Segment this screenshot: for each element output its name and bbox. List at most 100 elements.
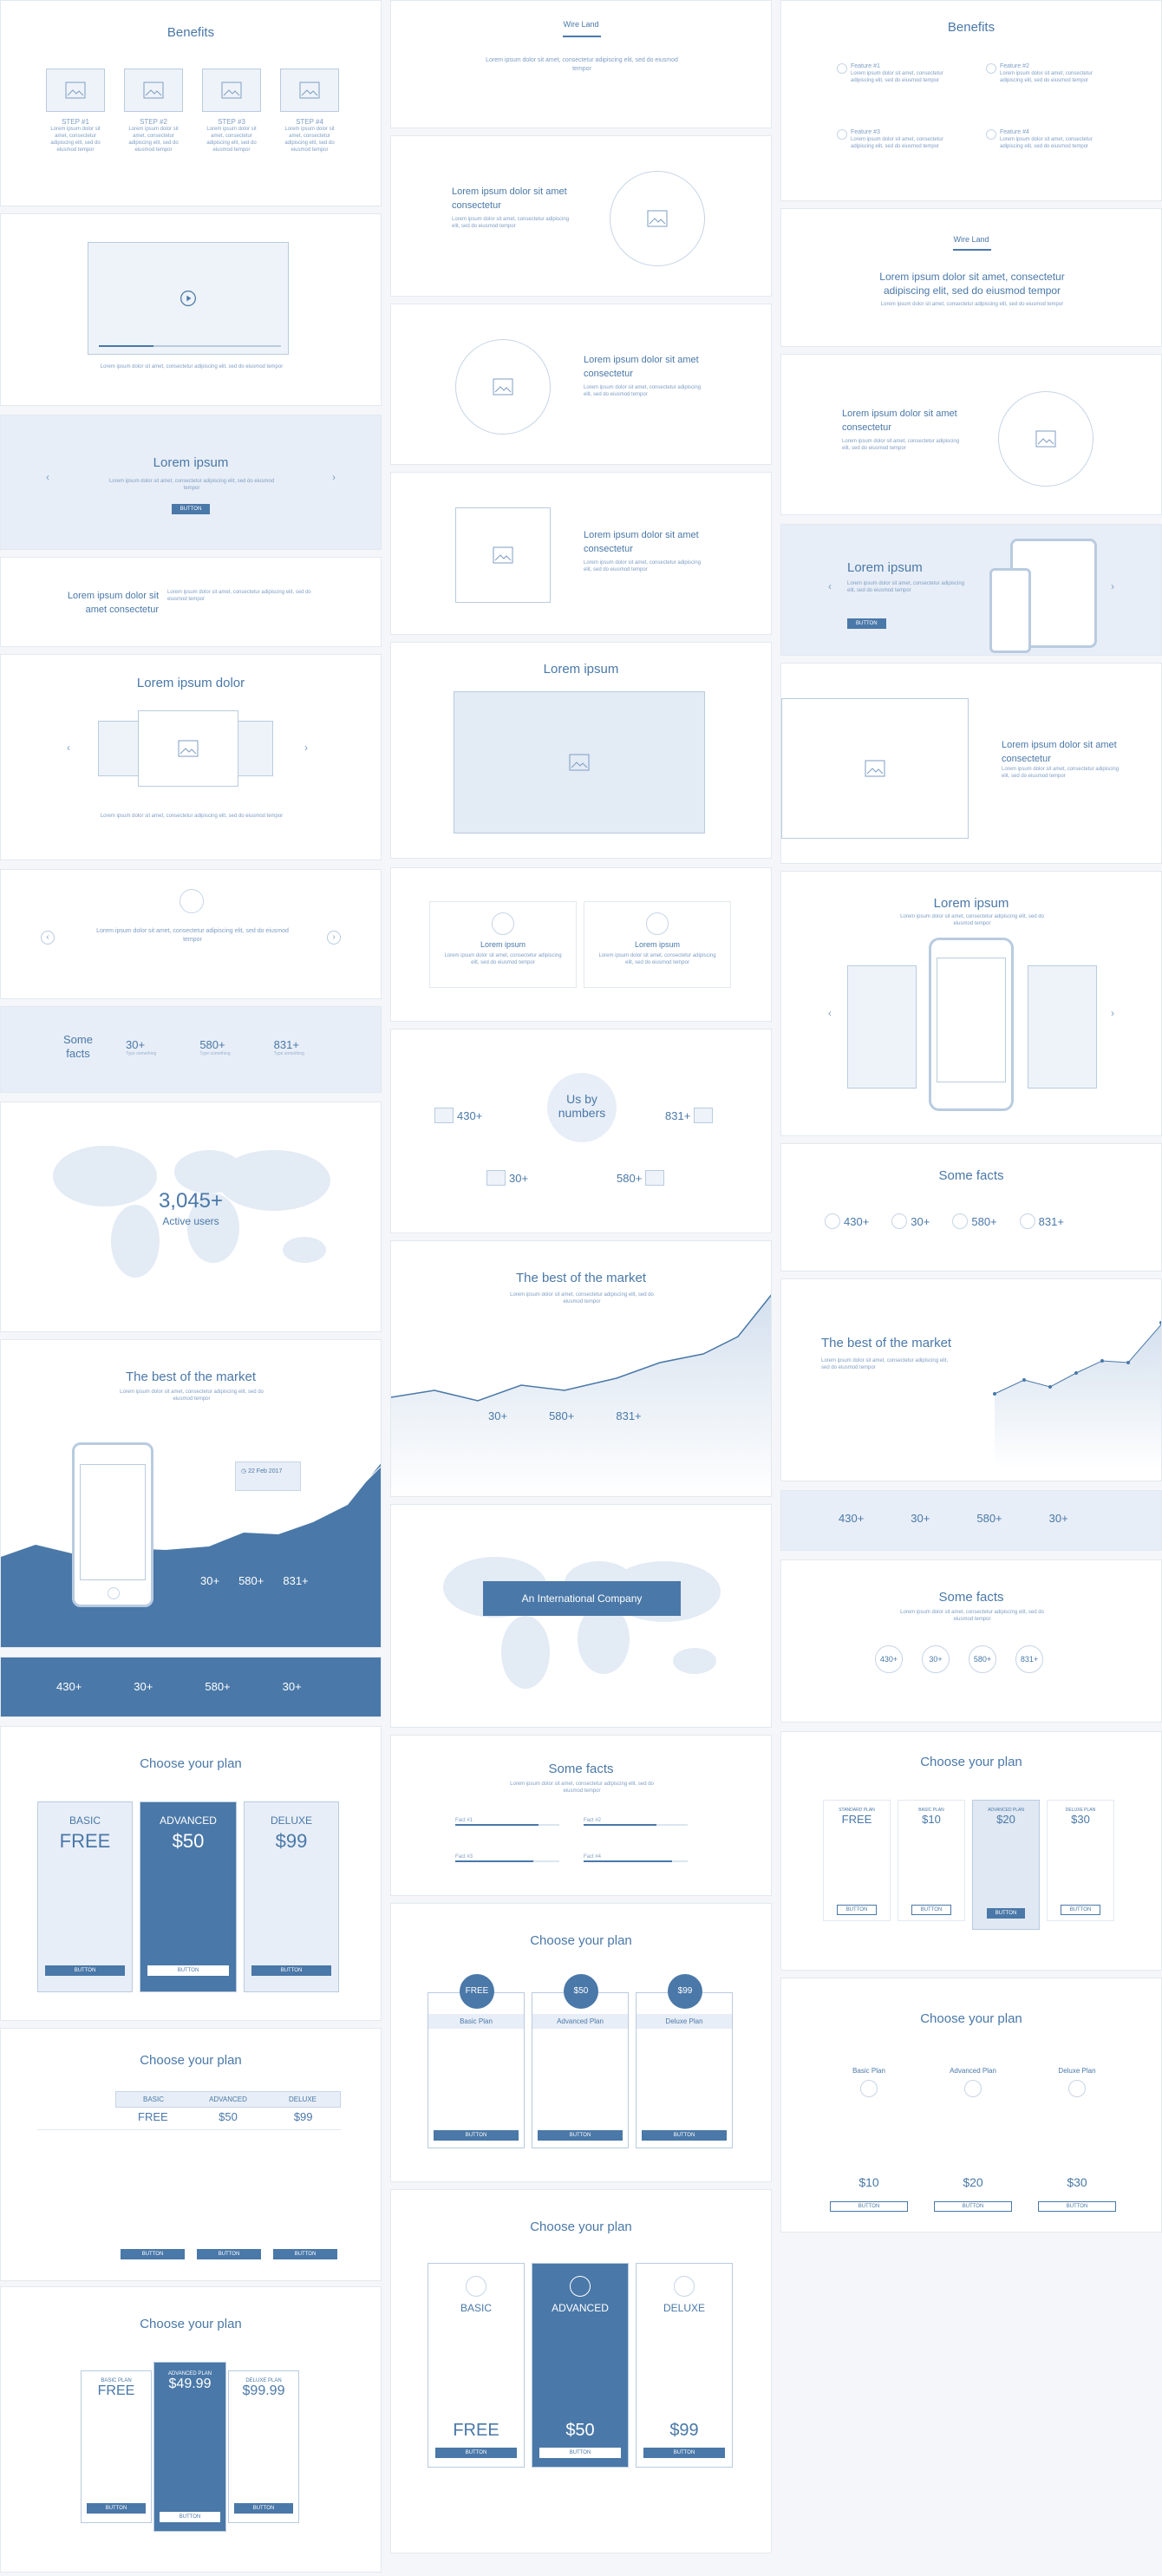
table-button[interactable]: BUTTON	[273, 2249, 337, 2259]
plan-button[interactable]: BUTTON	[434, 2130, 519, 2141]
plan-button[interactable]: BUTTON	[1038, 2201, 1116, 2212]
chevron-left-icon[interactable]: ‹	[46, 471, 49, 483]
feature-text: Lorem ipsum dolor sit amet, consectetur …	[1002, 767, 1120, 779]
chevron-left-icon[interactable]: ‹	[828, 1007, 832, 1019]
stat-number: 30+	[282, 1680, 302, 1693]
plan-button[interactable]: BUTTON	[251, 1965, 331, 1976]
table-price: $50	[219, 2110, 238, 2123]
fact-bar: Fact #2	[584, 1817, 688, 1826]
image-placeholder-icon	[280, 69, 339, 112]
chevron-right-icon[interactable]: ›	[332, 471, 336, 483]
facts-bars-section: Some facts Lorem ipsum dolor sit amet, c…	[390, 1735, 772, 1896]
chevron-right-icon[interactable]: ›	[1111, 1007, 1114, 1019]
step-text: Lorem ipsum dolor sit amet, consectetur …	[206, 127, 257, 153]
plan-button[interactable]: BUTTON	[87, 2503, 146, 2514]
plan-button[interactable]: BUTTON	[539, 2448, 621, 2458]
plan-button[interactable]: BUTTON	[643, 2448, 725, 2458]
table-button[interactable]: BUTTON	[121, 2249, 185, 2259]
plan-price: $30	[1067, 2175, 1087, 2189]
plan-name: DELUXE	[663, 2302, 706, 2314]
feature-left-image: Lorem ipsum dolor sit amet consectetur L…	[390, 304, 772, 465]
prev-button[interactable]: ‹	[41, 931, 55, 945]
plan-button[interactable]: BUTTON	[830, 2201, 908, 2212]
device-button[interactable]: BUTTON	[847, 618, 886, 629]
plan-name: BASIC PLAN	[101, 2378, 132, 2383]
chevron-left-icon[interactable]: ‹	[828, 580, 832, 592]
chevron-left-icon[interactable]: ‹	[67, 742, 70, 754]
number-value: 580+	[617, 1171, 643, 1185]
step-text: Lorem ipsum dolor sit amet, consectetur …	[50, 127, 101, 153]
plan-card-basic: BASIC FREE BUTTON	[37, 1801, 133, 1992]
carousel-main-image[interactable]	[138, 710, 238, 787]
plan-button[interactable]: BUTTON	[147, 1965, 229, 1976]
card-text: Lorem ipsum dolor sit amet, consectetur …	[598, 953, 716, 965]
logo-underline	[953, 249, 991, 251]
fact-circle: 430+	[875, 1645, 903, 1673]
phone-mockup	[929, 938, 1014, 1111]
plan-button[interactable]: BUTTON	[642, 2130, 727, 2141]
fact-item: 430+	[825, 1213, 869, 1229]
next-button[interactable]: ›	[327, 931, 341, 945]
plan-button[interactable]: BUTTON	[435, 2448, 517, 2458]
stats-strip: 430+ 30+ 580+ 30+	[780, 1490, 1162, 1551]
facts-text: Lorem ipsum dolor sit amet, consectetur …	[900, 1610, 1044, 1622]
table-button[interactable]: BUTTON	[197, 2249, 261, 2259]
logo[interactable]: Wire Land	[953, 235, 989, 244]
plan-name: ADVANCED	[552, 2302, 609, 2314]
market-number: 30+	[488, 1409, 508, 1422]
group-icon	[1068, 2080, 1086, 2097]
plan-card-deluxe: DELUXE PLAN $99.99 BUTTON	[228, 2370, 299, 2523]
home-button-icon	[108, 1587, 120, 1599]
feature-icon	[646, 912, 669, 935]
plan-button[interactable]: BUTTON	[45, 1965, 125, 1976]
logo[interactable]: Wire Land	[563, 20, 599, 29]
plan-price: $49.99	[168, 2377, 212, 2391]
plan-price: $99.99	[242, 2383, 285, 2398]
fact-circle: 30+	[922, 1645, 950, 1673]
carousel-thumb[interactable]	[98, 721, 140, 776]
numbers-badge: Us by numbers	[547, 1073, 617, 1142]
feature-image	[455, 339, 551, 435]
play-icon[interactable]	[178, 290, 199, 307]
plan-button[interactable]: BUTTON	[538, 2130, 623, 2141]
plan-card-deluxe: DELUXE $99 BUTTON	[636, 2263, 733, 2468]
plan-price: $99	[275, 1830, 308, 1852]
plan-name: DELUXE PLAN	[245, 2378, 282, 2383]
step-label: STEP #3	[218, 118, 245, 126]
plan-button[interactable]: BUTTON	[234, 2503, 293, 2514]
app-showcase-section: Lorem ipsum Lorem ipsum dolor sit amet, …	[780, 871, 1162, 1136]
carousel-thumb[interactable]	[232, 721, 273, 776]
video-progress-bar[interactable]	[99, 345, 281, 347]
fact-bar: Fact #1	[455, 1817, 559, 1826]
plan-button[interactable]: BUTTON	[986, 1908, 1026, 1919]
step-label: STEP #4	[296, 118, 323, 126]
chevron-right-icon[interactable]: ›	[304, 742, 308, 754]
carousel-title: Lorem ipsum dolor	[136, 676, 245, 690]
plan-button[interactable]: BUTTON	[160, 2512, 220, 2522]
plan-button[interactable]: BUTTON	[911, 1905, 952, 1915]
fact-number: 831+	[273, 1038, 299, 1051]
plan-price: FREE	[59, 1830, 111, 1852]
plan-button[interactable]: BUTTON	[1060, 1905, 1101, 1915]
fact-circle: 580+	[969, 1645, 996, 1673]
app-screen[interactable]	[847, 965, 917, 1089]
hero-title: Lorem ipsum dolor sit amet, consectetur …	[879, 271, 1065, 297]
number-value: 430+	[457, 1108, 483, 1122]
facts-title: Some facts	[548, 1762, 614, 1776]
fact-icon	[891, 1213, 908, 1229]
app-screen[interactable]	[1028, 965, 1097, 1089]
table-price: $99	[293, 2110, 313, 2123]
video-player[interactable]	[88, 242, 289, 355]
chevron-right-icon[interactable]: ›	[1111, 580, 1114, 592]
plan-button[interactable]: BUTTON	[836, 1905, 878, 1915]
fact-bar: Fact #4	[584, 1854, 688, 1862]
plan-button[interactable]: BUTTON	[934, 2201, 1012, 2212]
fact-number: 580+	[199, 1038, 225, 1051]
slider-button[interactable]: BUTTON	[171, 504, 211, 514]
